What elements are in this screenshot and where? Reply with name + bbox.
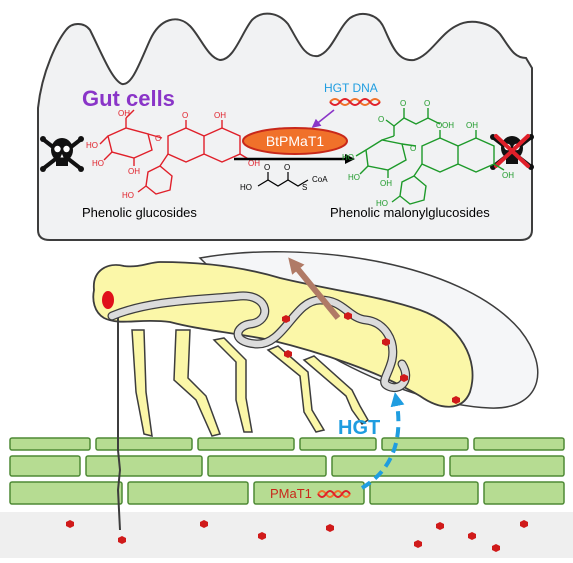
pmat1-dna-icon: [317, 490, 351, 498]
substrate-o-2: O: [182, 111, 188, 120]
skull-crossbones-icon: [40, 136, 84, 172]
hgt-label: HGT: [338, 417, 380, 439]
cofactor-coa: CoA: [312, 175, 328, 184]
enzyme-label: BtPMaT1: [266, 133, 325, 149]
substrate-label: Phenolic glucosides: [82, 205, 197, 220]
hgt-dna-arrow: [311, 109, 335, 128]
product-o-3: O: [424, 99, 430, 108]
gut-to-panel-arrow: [288, 257, 341, 320]
product-label: Phenolic malonylglucosides: [330, 205, 490, 220]
product-ho-3: HO: [376, 199, 388, 208]
cofactor-s: S: [302, 183, 307, 192]
phenolic-glucoside-structure: [99, 109, 251, 195]
product-ho-1: HO: [342, 153, 354, 162]
product-o-4: O: [410, 144, 416, 153]
substrate-oh-3: OH: [214, 111, 226, 120]
insect-eye: [102, 291, 114, 309]
cofactor-ho: HO: [240, 183, 252, 192]
insect-legs: [131, 329, 369, 437]
hgt-transfer-arrow: [360, 392, 405, 490]
product-o-2: O: [400, 99, 406, 108]
dna-helix-icon: [329, 98, 381, 106]
product-oh-4: OH: [502, 171, 514, 180]
gut-cells-panel: Gut cells: [37, 12, 534, 241]
malonyl-coa-structure: [257, 172, 309, 187]
plant-compound-dots: [66, 520, 528, 552]
product-o-1: O: [378, 115, 384, 124]
product-o-5: O: [436, 121, 442, 130]
phloem-band: [0, 512, 573, 558]
cofactor-o-1: O: [264, 163, 270, 172]
substrate-ho-1: HO: [86, 141, 98, 150]
crossed-skull-icon: [490, 134, 534, 170]
product-oh-1: OH: [442, 121, 454, 130]
substrate-oh-4: OH: [248, 159, 260, 168]
product-oh-2: OH: [380, 179, 392, 188]
substrate-ho-2: HO: [92, 159, 104, 168]
cofactor-o-2: O: [284, 163, 290, 172]
product-ho-2: HO: [348, 173, 360, 182]
hgt-dna-label: HGT DNA: [324, 81, 378, 95]
substrate-oh-2: OH: [128, 167, 140, 176]
plant-tissue: [0, 437, 573, 558]
enzyme-pill: [242, 127, 348, 155]
substrate-oh-1: OH: [118, 109, 130, 118]
whitefly: [92, 251, 539, 531]
gut-cells-title: Gut cells: [82, 86, 175, 111]
substrate-o-1: O: [155, 134, 161, 143]
insect-compound-dots: [282, 312, 460, 404]
product-oh-3: OH: [466, 121, 478, 130]
insect-stylet: [116, 318, 122, 531]
substrate-ho-3: HO: [122, 191, 134, 200]
gut-lining: [37, 12, 533, 241]
phenolic-malonylglucoside-structure: [355, 108, 505, 205]
pmat1-gene-label: PMaT1: [270, 486, 312, 501]
